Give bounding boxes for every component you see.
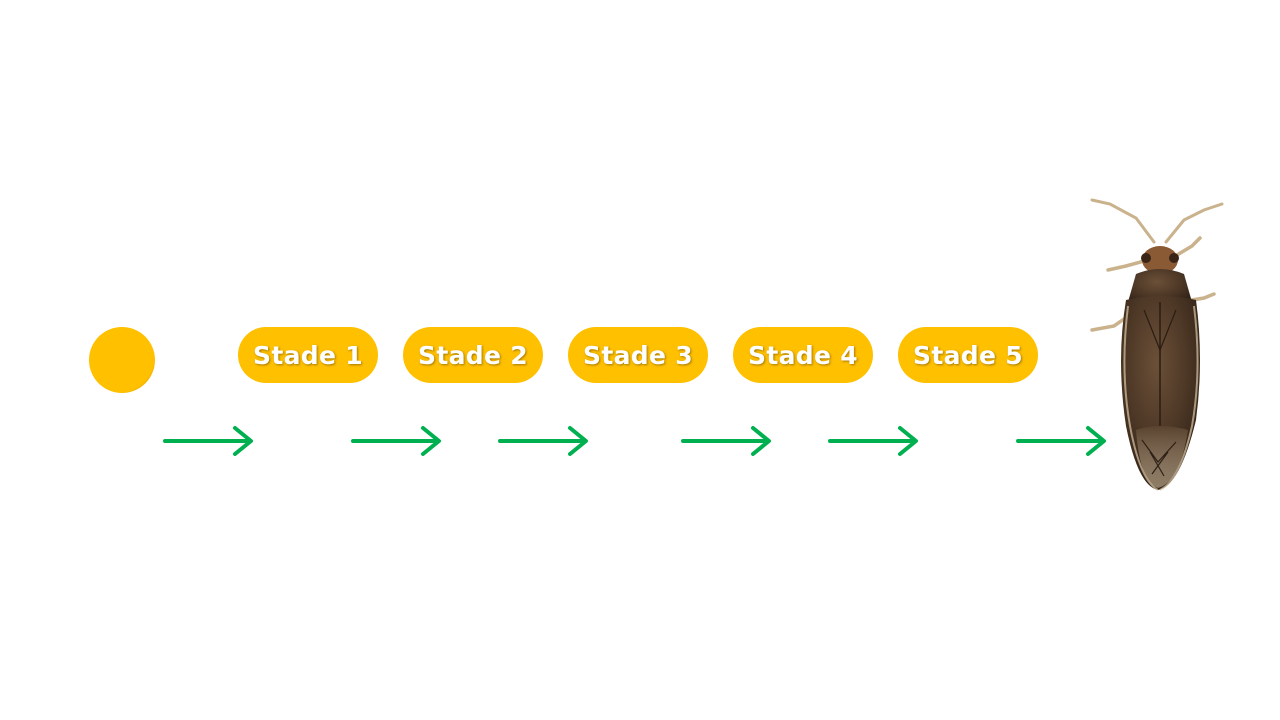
egg-icon (89, 327, 155, 393)
stage-2-label: Stade 2 (418, 340, 528, 370)
arrow-right-icon (1016, 426, 1106, 456)
stage-3-badge: Stade 3 (568, 327, 708, 383)
arrow-right-icon (163, 426, 253, 456)
stage-3-label: Stade 3 (583, 340, 693, 370)
insect-adult-icon (1090, 198, 1224, 491)
stage-4-badge: Stade 4 (733, 327, 873, 383)
stage-5-label: Stade 5 (913, 340, 1023, 370)
arrow-right-icon (351, 426, 441, 456)
arrow-right-icon (498, 426, 588, 456)
stage-5-badge: Stade 5 (898, 327, 1038, 383)
arrow-right-icon (828, 426, 918, 456)
stage-1-badge: Stade 1 (238, 327, 378, 383)
stage-4-label: Stade 4 (748, 340, 858, 370)
arrow-right-icon (681, 426, 771, 456)
stage-2-badge: Stade 2 (403, 327, 543, 383)
stage-1-label: Stade 1 (253, 340, 363, 370)
